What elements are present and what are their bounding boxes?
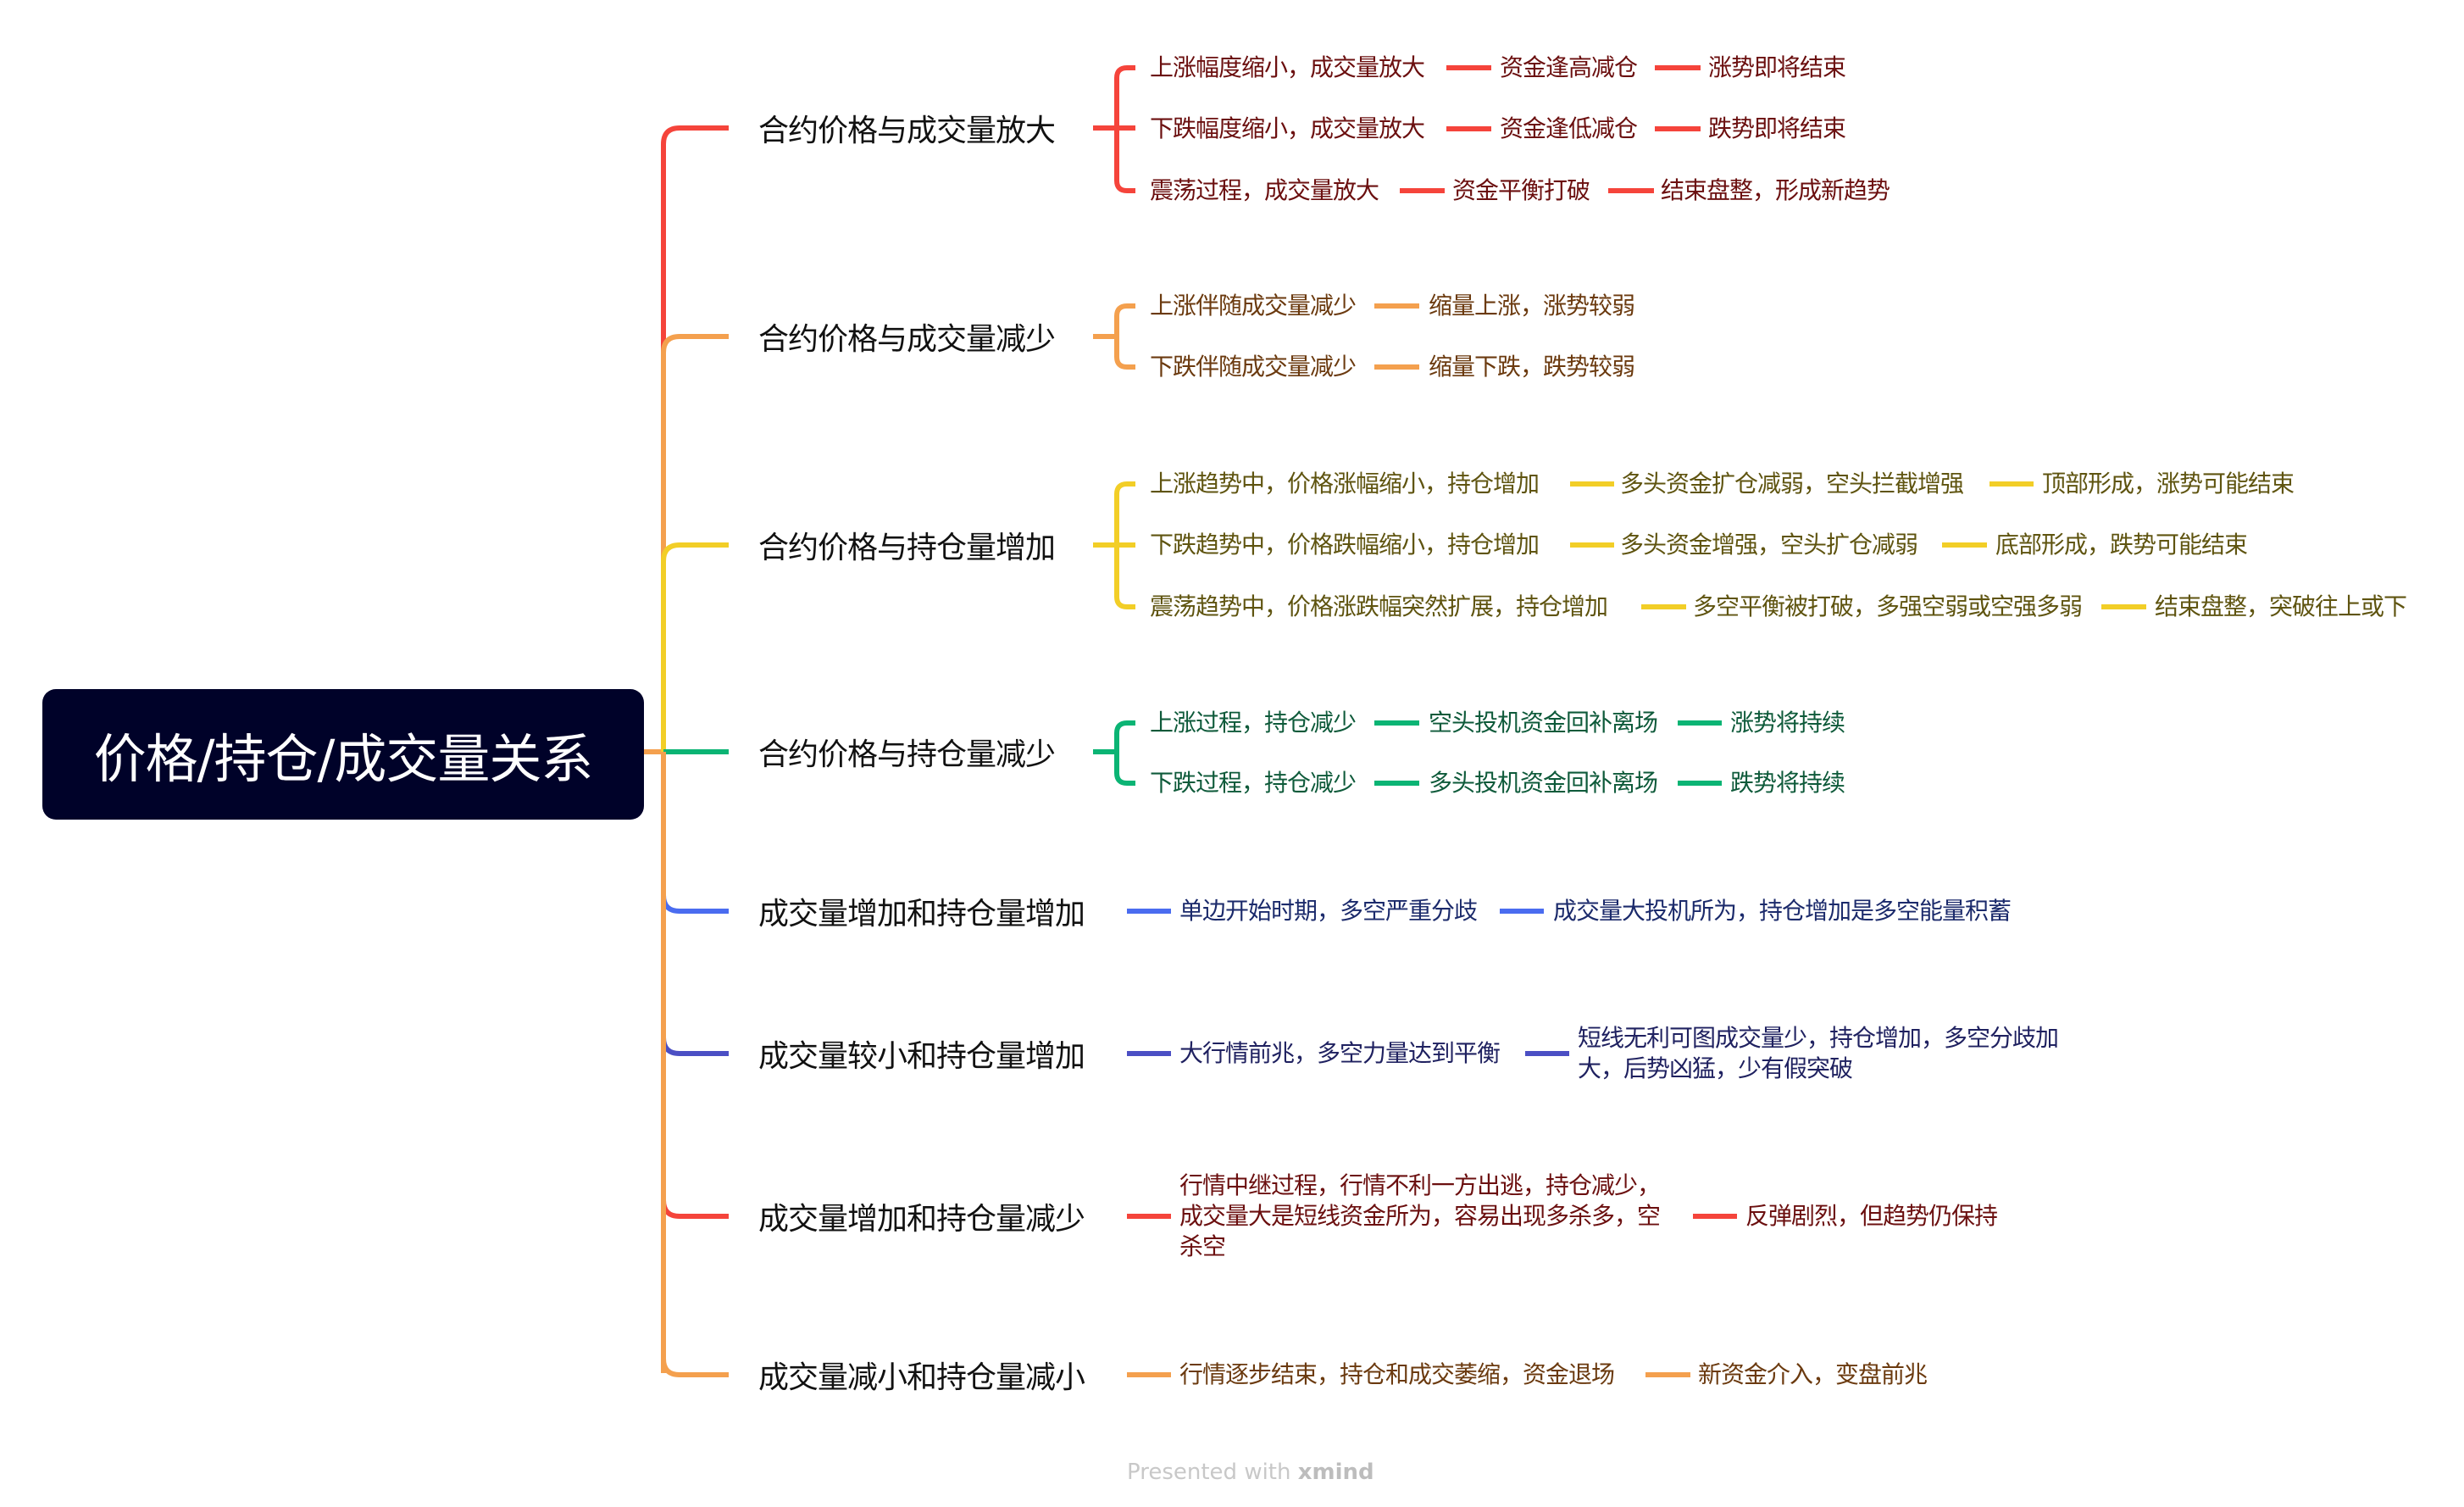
subtopic[interactable]: 反弹剧烈，但趋势仍保持 xyxy=(1745,1202,1998,1230)
branch-price-volume-decrease[interactable]: 合约价格与成交量减少 xyxy=(758,322,1056,357)
subtopic[interactable]: 底部形成，跌势可能结束 xyxy=(1995,531,2248,559)
watermark-prefix: Presented with xyxy=(1127,1460,1298,1485)
subtopic[interactable]: 单边开始时期，多空严重分歧 xyxy=(1179,897,1478,925)
subtopic[interactable]: 缩量下跌，跌势较弱 xyxy=(1429,353,1635,381)
xmind-brand: xmind xyxy=(1297,1460,1374,1485)
central-topic-label: 价格/持仓/成交量关系 xyxy=(93,728,594,790)
subtopic[interactable]: 下跌过程，持仓减少 xyxy=(1150,769,1357,797)
branch-volume-low-oi-up[interactable]: 成交量较小和持仓量增加 xyxy=(758,1039,1085,1074)
subtopic[interactable]: 顶部形成，涨势可能结束 xyxy=(2042,470,2295,498)
subtopic[interactable]: 上涨过程，持仓减少 xyxy=(1150,709,1357,737)
subtopic[interactable]: 跌势即将结束 xyxy=(1708,114,1846,142)
subtopic[interactable]: 涨势将持续 xyxy=(1730,709,1845,737)
subtopic[interactable]: 成交量大投机所为，持仓增加是多空能量积蓄 xyxy=(1553,897,2012,925)
watermark: Presented with xmind xyxy=(1127,1460,1374,1485)
subtopic[interactable]: 资金逢低减仓 xyxy=(1500,114,1638,142)
subtopic[interactable]: 下跌幅度缩小，成交量放大 xyxy=(1150,114,1425,142)
branch-volume-up-oi-down[interactable]: 成交量增加和持仓量减少 xyxy=(758,1202,1085,1237)
branch-volume-down-oi-down[interactable]: 成交量减小和持仓量减小 xyxy=(758,1360,1085,1395)
subtopic[interactable]: 下跌趋势中，价格跌幅缩小，持仓增加 xyxy=(1150,531,1540,559)
subtopic[interactable]: 资金平衡打破 xyxy=(1452,176,1590,204)
subtopic[interactable]: 下跌伴随成交量减少 xyxy=(1150,353,1357,381)
branch-price-volume-increase[interactable]: 合约价格与成交量放大 xyxy=(758,114,1056,148)
subtopic[interactable]: 结束盘整，突破往上或下 xyxy=(2155,592,2407,620)
branch-price-oi-decrease[interactable]: 合约价格与持仓量减少 xyxy=(758,737,1056,772)
subtopic[interactable]: 上涨趋势中，价格涨幅缩小，持仓增加 xyxy=(1150,470,1540,498)
subtopic[interactable]: 多头投机资金回补离场 xyxy=(1429,769,1658,797)
subtopic[interactable]: 大行情前兆，多空力量达到平衡 xyxy=(1179,1039,1501,1067)
branch-volume-up-oi-up[interactable]: 成交量增加和持仓量增加 xyxy=(758,897,1085,931)
subtopic[interactable]: 行情逐步结束，持仓和成交萎缩，资金退场 xyxy=(1179,1360,1615,1388)
subtopic[interactable]: 多头资金扩仓减弱，空头拦截增强 xyxy=(1620,470,1964,498)
subtopic[interactable]: 行情中继过程，行情不利一方出逃，持仓减少， 成交量大是短线资金所为，容易出现多杀… xyxy=(1179,1171,1661,1260)
branch-price-oi-increase[interactable]: 合约价格与持仓量增加 xyxy=(758,531,1056,565)
subtopic[interactable]: 资金逢高减仓 xyxy=(1500,53,1638,81)
subtopic[interactable]: 空头投机资金回补离场 xyxy=(1429,709,1658,737)
central-topic[interactable]: 价格/持仓/成交量关系 xyxy=(42,689,644,820)
subtopic[interactable]: 缩量上涨，涨势较弱 xyxy=(1429,292,1635,320)
subtopic[interactable]: 涨势即将结束 xyxy=(1708,53,1846,81)
subtopic[interactable]: 多空平衡被打破，多强空弱或空强多弱 xyxy=(1693,592,2083,620)
subtopic[interactable]: 多头资金增强，空头扩仓减弱 xyxy=(1620,531,1918,559)
subtopic[interactable]: 跌势将持续 xyxy=(1730,769,1845,797)
subtopic[interactable]: 上涨伴随成交量减少 xyxy=(1150,292,1357,320)
subtopic[interactable]: 上涨幅度缩小，成交量放大 xyxy=(1150,53,1425,81)
subtopic[interactable]: 震荡过程，成交量放大 xyxy=(1150,176,1379,204)
subtopic[interactable]: 新资金介入，变盘前兆 xyxy=(1698,1360,1928,1388)
subtopic[interactable]: 短线无利可图成交量少，持仓增加，多空分歧加 大，后势凶猛，少有假突破 xyxy=(1578,1024,2059,1082)
subtopic[interactable]: 结束盘整，形成新趋势 xyxy=(1661,176,1890,204)
subtopic[interactable]: 震荡趋势中，价格涨跌幅突然扩展，持仓增加 xyxy=(1150,592,1608,620)
